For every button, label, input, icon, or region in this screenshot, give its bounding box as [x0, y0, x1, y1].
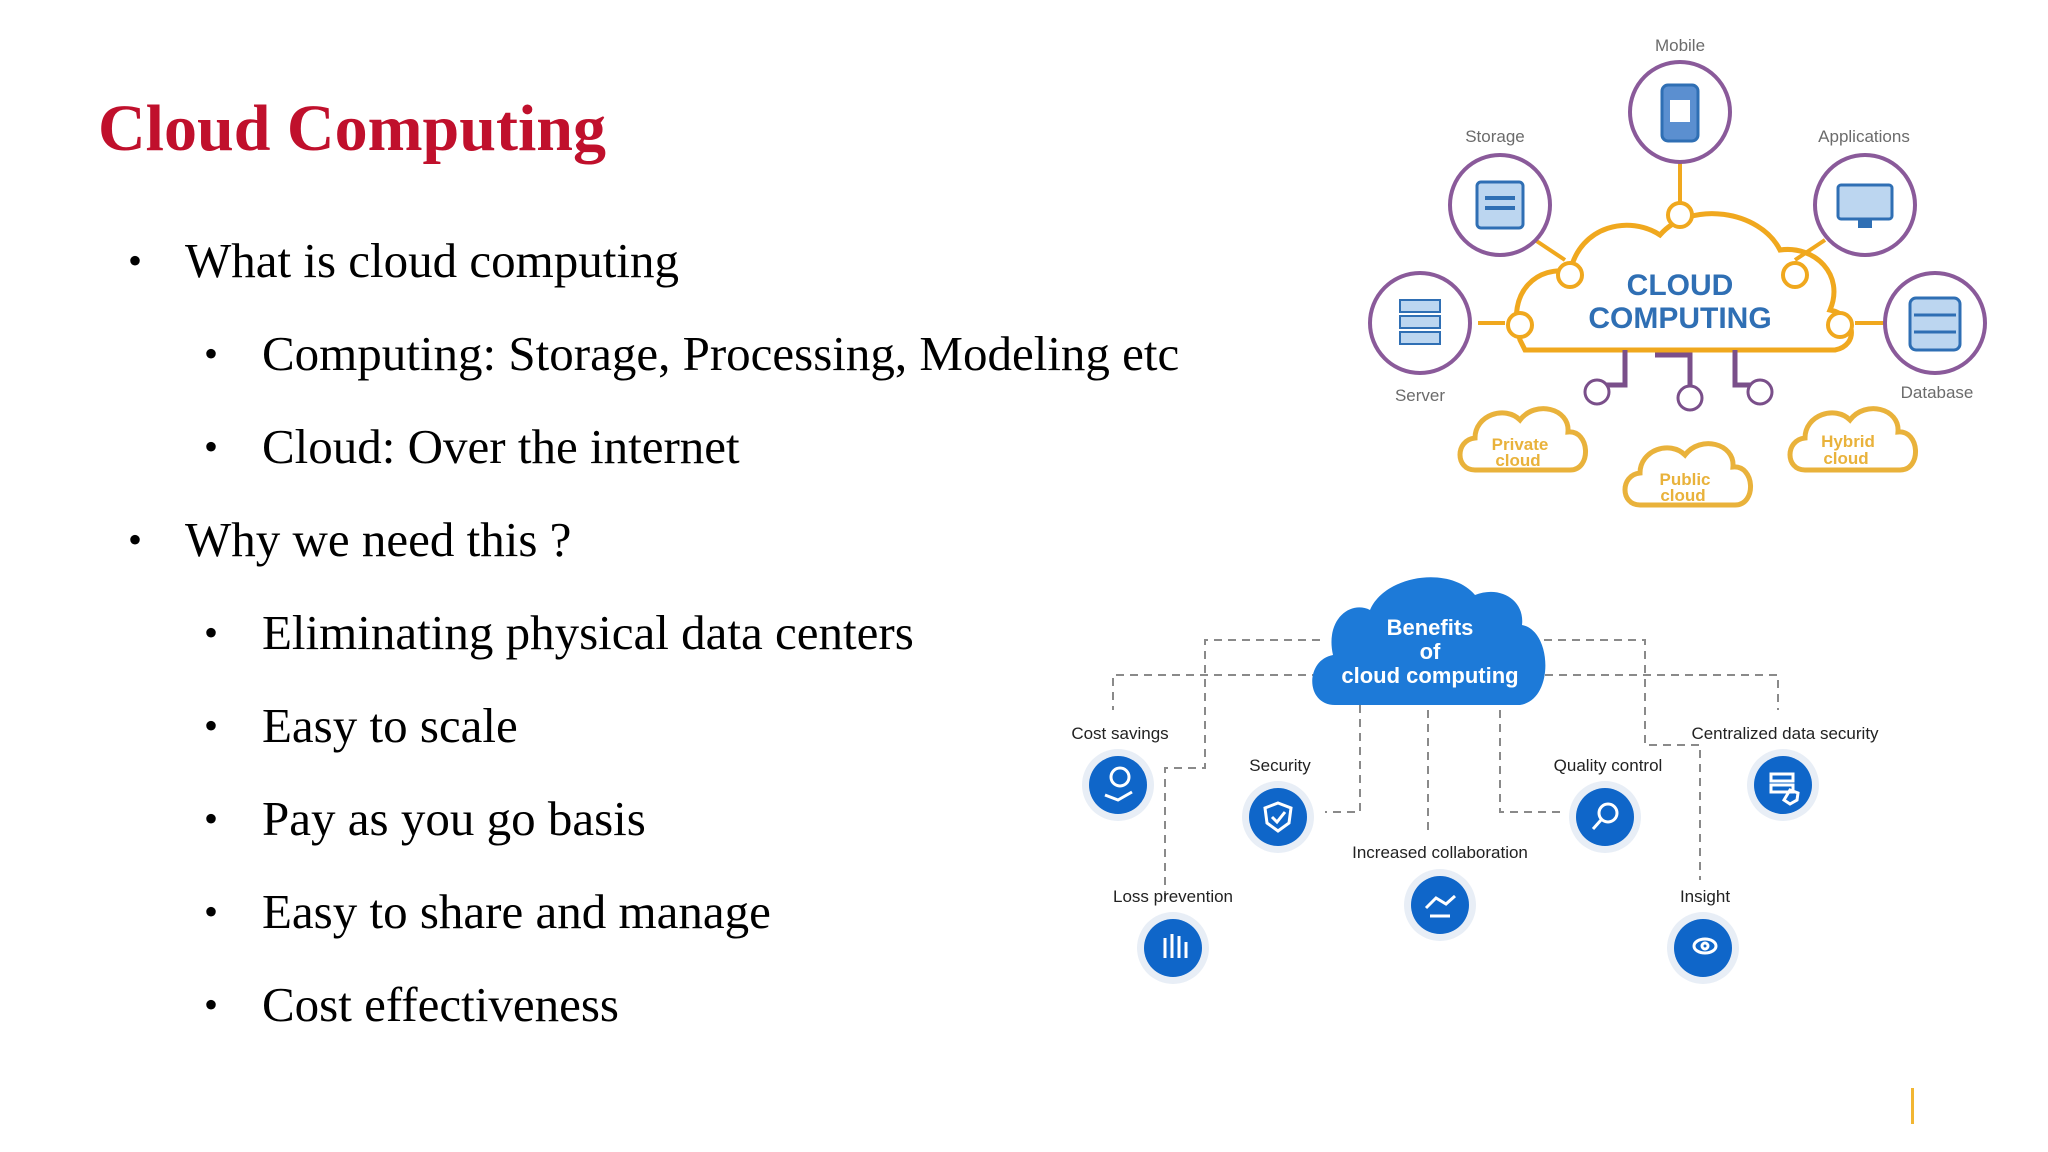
- node-label-storage: Storage: [1465, 127, 1525, 146]
- search-check-icon: [1591, 802, 1619, 830]
- bullet-dot: •: [204, 331, 219, 376]
- benefits-header-line3: cloud computing: [1341, 663, 1518, 688]
- benefit-label-security: Security: [1249, 756, 1311, 775]
- eye-search-icon: [1692, 937, 1718, 955]
- applications-monitor-icon: [1836, 183, 1894, 228]
- footer-accent-mark: [1911, 1088, 1914, 1124]
- database-icon: [1908, 296, 1962, 352]
- node-label-mobile: Mobile: [1655, 36, 1705, 55]
- server-icon: [1399, 299, 1441, 345]
- bullet-dot: •: [128, 517, 143, 562]
- bullet-item: •Eliminating physical data centers: [204, 600, 914, 666]
- hybrid-cloud-line2: cloud: [1823, 449, 1868, 468]
- benefits-cloud: [1312, 577, 1546, 705]
- node-label-database: Database: [1901, 383, 1974, 402]
- bullet-item: •Cost effectiveness: [204, 972, 619, 1038]
- mobile-icon: [1660, 83, 1700, 143]
- bullet-dot: •: [128, 238, 143, 283]
- cloud-knobs: [1506, 201, 1854, 339]
- bullet-dot: •: [204, 610, 219, 655]
- benefit-label-insight: Insight: [1680, 887, 1730, 906]
- hub-title-line1: CLOUD: [1627, 269, 1734, 302]
- bullet-item: •Why we need this ?: [128, 507, 571, 573]
- benefit-label-central: Centralized data security: [1691, 724, 1879, 743]
- hub-connectors: [1478, 150, 1885, 325]
- bullet-dot: •: [204, 982, 219, 1027]
- hybrid-cloud-line1: Hybrid: [1821, 432, 1875, 451]
- dollar-hand-icon: [1104, 766, 1133, 802]
- benefit-label-collab: Increased collaboration: [1352, 843, 1528, 862]
- bullet-dot: •: [204, 889, 219, 934]
- private-cloud-line1: Private: [1492, 435, 1549, 454]
- public-cloud-line1: Public: [1659, 470, 1710, 489]
- bullet-item: •Easy to scale: [204, 693, 518, 759]
- cloud-outline: [1513, 211, 1854, 353]
- benefits-header-line2: of: [1420, 639, 1441, 664]
- storage-folder-icon: [1475, 180, 1525, 230]
- bullet-item: •Cloud: Over the internet: [204, 414, 740, 480]
- benefit-label-cost: Cost savings: [1071, 724, 1168, 743]
- bullet-dot: •: [204, 424, 219, 469]
- hand-stop-icon: [1163, 934, 1188, 958]
- benefit-icon-circles: [1082, 749, 1819, 984]
- node-rings: [1368, 60, 1987, 375]
- node-label-applications: Applications: [1818, 127, 1910, 146]
- shield-check-icon: [1263, 801, 1293, 833]
- bullet-item: •What is cloud computing: [128, 228, 679, 294]
- node-label-server: Server: [1395, 386, 1445, 405]
- benefit-label-loss: Loss prevention: [1113, 887, 1233, 906]
- private-cloud-line2: cloud: [1495, 451, 1540, 470]
- public-cloud-line2: cloud: [1660, 486, 1705, 505]
- hub-title-line2: COMPUTING: [1588, 302, 1771, 335]
- bullet-item: •Computing: Storage, Processing, Modelin…: [204, 321, 1179, 387]
- benefit-label-quality: Quality control: [1554, 756, 1663, 775]
- bullet-dot: •: [204, 703, 219, 748]
- cloud-type-shapes: [1457, 406, 1918, 508]
- server-shield-icon: [1769, 772, 1800, 806]
- bullet-item: •Easy to share and manage: [204, 879, 771, 945]
- slide-title: Cloud Computing: [98, 92, 606, 165]
- bullet-item: •Pay as you go basis: [204, 786, 646, 852]
- handshake-icon: [1424, 894, 1456, 918]
- bullet-dot: •: [204, 796, 219, 841]
- connector-knobs: [1583, 378, 1774, 412]
- cloud-type-connectors: [1595, 350, 1763, 392]
- benefit-connectors: [1112, 639, 1779, 905]
- benefits-header-line1: Benefits: [1387, 615, 1474, 640]
